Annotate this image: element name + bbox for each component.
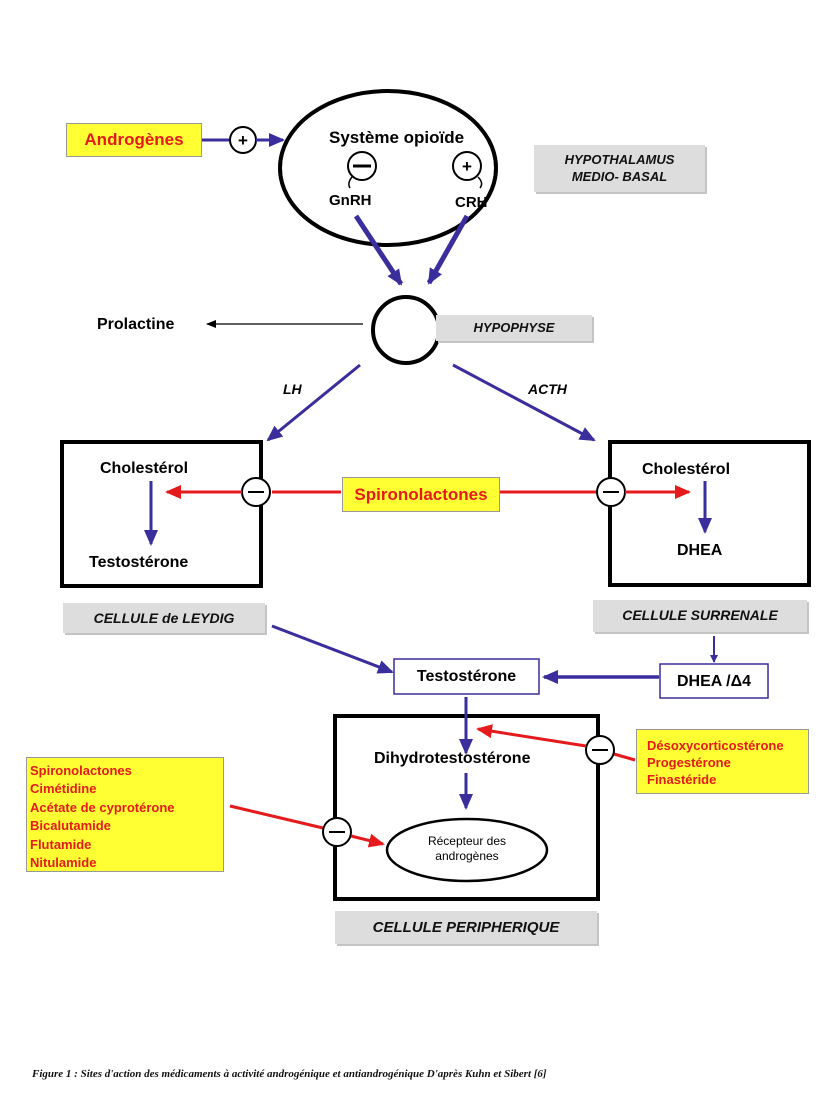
left-drug-item: Nitulamide [30,855,97,871]
androgens-box: Androgènes [66,123,202,157]
hypothalamus-region-label: HYPOTHALAMUS MEDIO- BASAL [534,145,705,192]
surrenale-cell-box [608,440,811,587]
androgens-plus-sign: + [238,131,248,150]
right-drugs-to-minus-line [613,752,636,762]
spironolactones-center-box: Spironolactones [342,477,500,512]
hypophyse-circle [371,295,441,365]
lh-arrow [266,363,361,442]
testosterone-box [393,658,540,695]
crh-plus-symbol [452,151,482,181]
crh-to-hypophyse-arrow [426,214,470,285]
left-drug-item: Flutamide [30,836,92,852]
hypothalamus-region-line2: MEDIO- BASAL [571,169,668,184]
leydig-testosterone-label: Testostérone [89,554,189,571]
figure-caption: Figure 1 : Sites d'action des médicament… [32,1068,547,1080]
receptor-ellipse [385,817,549,883]
dht-label: Dihydrotestostérone [374,750,531,767]
left-drug-item: Cimétidine [30,781,97,797]
lh-label: LH [283,381,302,397]
prolactine-label: Prolactine [97,316,175,333]
hypothalamus-region-line1: HYPOTHALAMUS [564,152,675,167]
right-drugs-box: Désoxycorticostérone Progestérone Finast… [636,729,809,794]
leydig-cell-box [60,440,263,588]
crh-label: CRH [455,194,488,211]
gnrh-minus-tail [348,176,353,189]
surrenale-cholesterol-label: Cholestérol [642,461,731,478]
crh-plus-tail [477,176,483,189]
opioid-system-label: Système opioïde [329,128,465,147]
leydig-region-label: CELLULE de LEYDIG [63,603,265,633]
surrenale-dhea-label: DHEA [677,542,723,559]
gnrh-label: GnRH [329,192,372,209]
left-drug-item: Acétate de cyprotérone [30,799,175,815]
testosterone-box-label: Testostérone [416,668,517,685]
left-drugs-to-minus-line [229,804,324,830]
surrenale-region-label: CELLULE SURRENALE [593,600,807,632]
hypothalamus-ellipse [278,89,498,247]
peripheral-region-label: CELLULE PERIPHERIQUE [335,911,597,944]
leydig-to-testosterone-arrow [271,624,394,674]
gnrh-to-hypophyse-arrow [353,214,404,286]
left-drug-item: Bicalutamide [30,818,111,834]
dhea-delta4-box-label: DHEA /Δ4 [676,673,752,690]
receptor-label-line1: Récepteur des [427,834,507,848]
acth-label: ACTH [528,381,567,397]
leydig-cholesterol-label: Cholestérol [100,460,189,477]
left-drug-item: Spironolactones [30,763,132,778]
hypophyse-region-label: HYPOPHYSE [436,315,592,341]
right-drug-item: Progestérone [647,755,731,770]
right-drug-item: Finastéride [647,772,717,787]
crh-plus-sign: + [462,157,472,176]
left-drugs-inhibition-arrow [350,833,385,848]
right-drugs-inhibition-arrow [476,724,587,748]
right-drug-item: Désoxycorticostérone [647,738,784,753]
receptor-label: Récepteur des androgènes [387,834,547,864]
dhea-delta4-box [659,663,769,699]
receptor-label-line2: androgènes [435,849,499,863]
left-drugs-box: Spironolactones Cimétidine Acétate de cy… [26,757,224,872]
acth-arrow [452,363,596,442]
